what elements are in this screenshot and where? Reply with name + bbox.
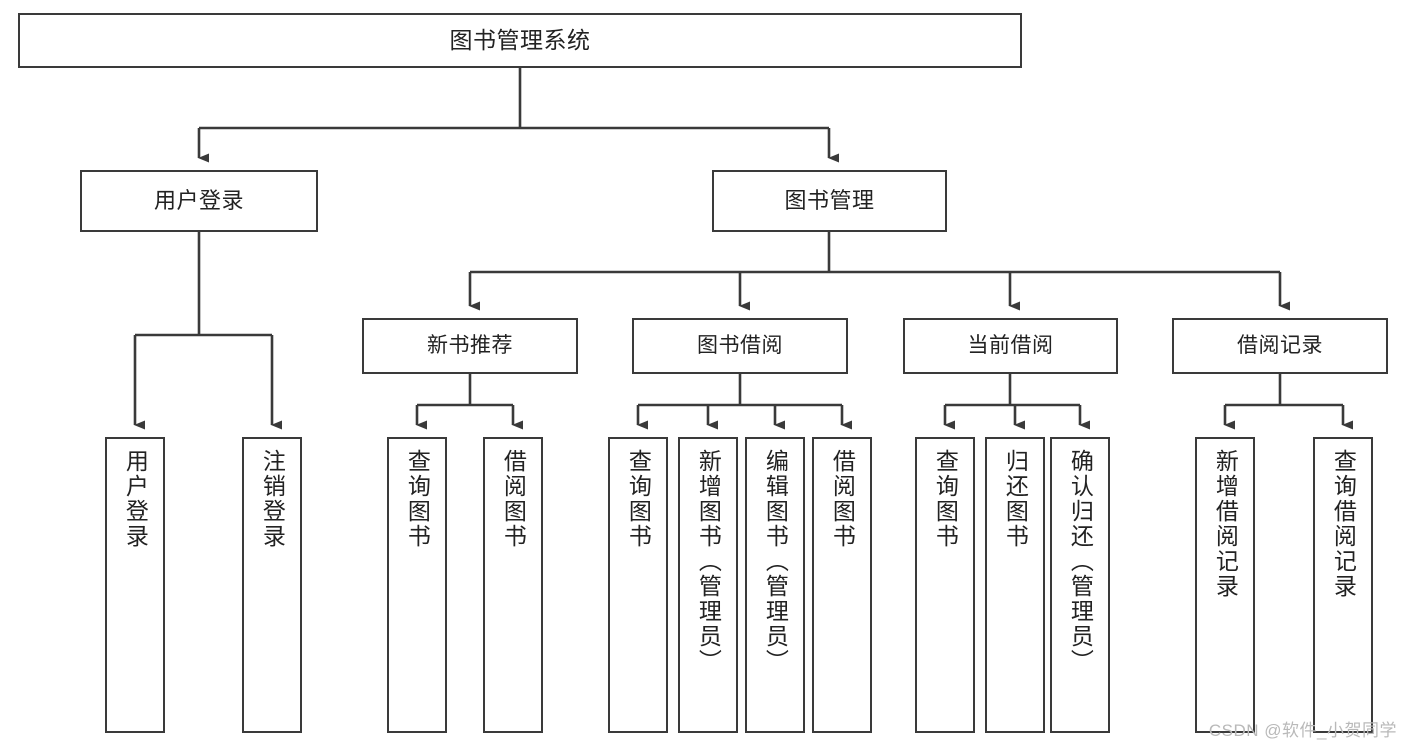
node-leaf-confirm-return[interactable]: 确认归还（管理员） [1050, 437, 1110, 733]
node-user-login-label: 用户登录 [153, 188, 244, 214]
node-leaf-query-borrow-record-label: 查询借阅记录 [1330, 449, 1357, 599]
node-leaf-borrow-book-1-label: 借阅图书 [500, 449, 527, 549]
node-leaf-borrow-book-2[interactable]: 借阅图书 [812, 437, 872, 733]
node-borrow-record[interactable]: 借阅记录 [1172, 318, 1388, 374]
node-book-manage-label: 图书管理 [784, 188, 875, 214]
node-leaf-query-book-2-label: 查询图书 [625, 449, 652, 549]
node-leaf-borrow-book-1[interactable]: 借阅图书 [483, 437, 543, 733]
node-new-book-recommend[interactable]: 新书推荐 [362, 318, 578, 374]
node-root[interactable]: 图书管理系统 [18, 13, 1022, 68]
node-borrow-record-label: 借阅记录 [1237, 333, 1323, 357]
node-leaf-user-login[interactable]: 用户登录 [105, 437, 165, 733]
node-leaf-add-book-label: 新增图书（管理员） [695, 449, 722, 674]
node-leaf-query-book-3-label: 查询图书 [932, 449, 959, 549]
node-leaf-user-logout-label: 注销登录 [259, 449, 286, 549]
node-leaf-add-borrow-record-label: 新增借阅记录 [1212, 449, 1239, 599]
node-current-borrow[interactable]: 当前借阅 [903, 318, 1118, 374]
node-book-manage[interactable]: 图书管理 [712, 170, 947, 232]
node-leaf-query-book-1[interactable]: 查询图书 [387, 437, 447, 733]
node-leaf-borrow-book-2-label: 借阅图书 [829, 449, 856, 549]
node-leaf-confirm-return-label: 确认归还（管理员） [1067, 449, 1094, 674]
node-leaf-query-book-3[interactable]: 查询图书 [915, 437, 975, 733]
node-leaf-query-borrow-record[interactable]: 查询借阅记录 [1313, 437, 1373, 733]
node-book-borrow[interactable]: 图书借阅 [632, 318, 848, 374]
node-leaf-user-login-label: 用户登录 [122, 449, 149, 549]
node-new-book-recommend-label: 新书推荐 [427, 333, 513, 357]
node-leaf-add-borrow-record[interactable]: 新增借阅记录 [1195, 437, 1255, 733]
node-leaf-query-book-2[interactable]: 查询图书 [608, 437, 668, 733]
node-leaf-query-book-1-label: 查询图书 [404, 449, 431, 549]
node-leaf-add-book[interactable]: 新增图书（管理员） [678, 437, 738, 733]
node-leaf-user-logout[interactable]: 注销登录 [242, 437, 302, 733]
node-leaf-return-book[interactable]: 归还图书 [985, 437, 1045, 733]
node-leaf-edit-book[interactable]: 编辑图书（管理员） [745, 437, 805, 733]
node-leaf-edit-book-label: 编辑图书（管理员） [762, 449, 789, 674]
watermark-text: CSDN @软件_小贺同学 [1208, 721, 1397, 740]
node-root-label: 图书管理系统 [449, 26, 591, 53]
node-leaf-return-book-label: 归还图书 [1002, 449, 1029, 549]
node-book-borrow-label: 图书借阅 [697, 333, 783, 357]
node-user-login[interactable]: 用户登录 [80, 170, 318, 232]
node-current-borrow-label: 当前借阅 [967, 333, 1054, 357]
